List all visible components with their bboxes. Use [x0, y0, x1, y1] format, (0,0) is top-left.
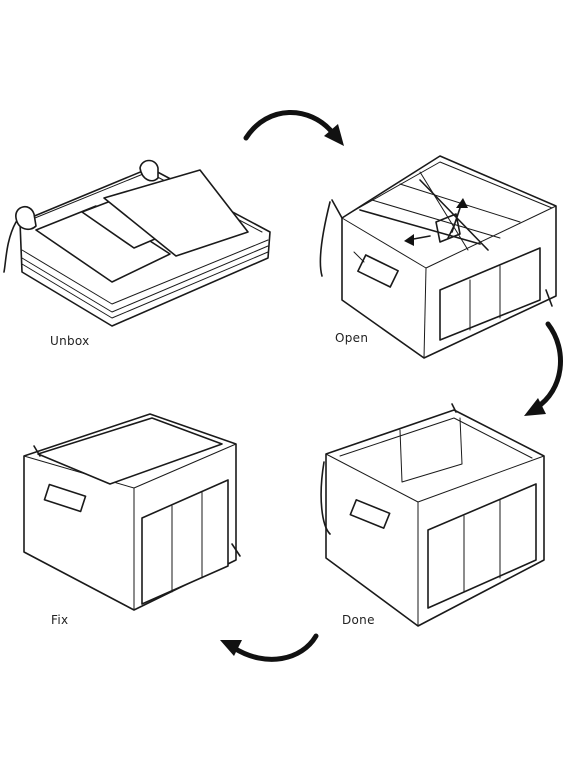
step-label-done: Done	[342, 613, 375, 627]
step-label-fix: Fix	[51, 613, 69, 627]
folded-box-illustration	[3, 159, 271, 327]
arrow-unbox-to-open	[243, 110, 335, 141]
open-box-illustration	[319, 155, 557, 359]
arrow-open-to-done	[533, 321, 563, 411]
closed-box-illustration	[23, 413, 241, 611]
step-label-unbox: Unbox	[50, 334, 90, 348]
step-label-open: Open	[335, 331, 369, 345]
flow-arrows	[220, 110, 563, 662]
arrow-done-to-fix	[231, 633, 319, 662]
finished-box-illustration	[320, 403, 545, 627]
